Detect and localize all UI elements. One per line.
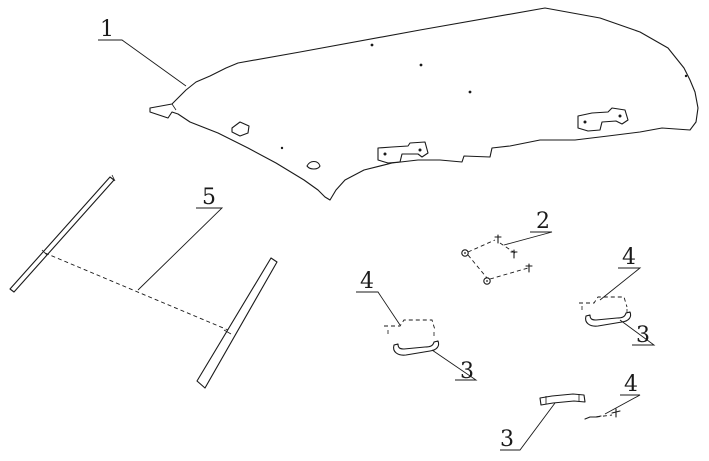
headliner-panel	[149, 7, 699, 201]
callout-4-right: 4	[622, 245, 636, 270]
callout-labels: 1 5 2 4 4 3 3 4 3	[100, 17, 650, 452]
callout-3-bottom: 3	[500, 427, 514, 452]
callout-5: 5	[202, 185, 216, 210]
fastener-group	[461, 234, 533, 285]
grab-handle-right	[579, 296, 632, 327]
grab-handle-small	[539, 393, 621, 420]
callout-3-middle: 3	[460, 359, 474, 384]
strip-link-dashed-line	[44, 252, 229, 331]
grab-handle-middle	[384, 319, 440, 356]
trim-strip-left	[9, 174, 116, 293]
callout-3-right: 3	[636, 323, 650, 348]
callout-4-middle: 4	[360, 269, 374, 294]
trim-strip-right	[196, 257, 278, 389]
callout-4-bottom: 4	[624, 372, 638, 397]
leader-lines	[98, 39, 656, 451]
callout-2: 2	[536, 209, 550, 234]
callout-1: 1	[100, 17, 114, 42]
